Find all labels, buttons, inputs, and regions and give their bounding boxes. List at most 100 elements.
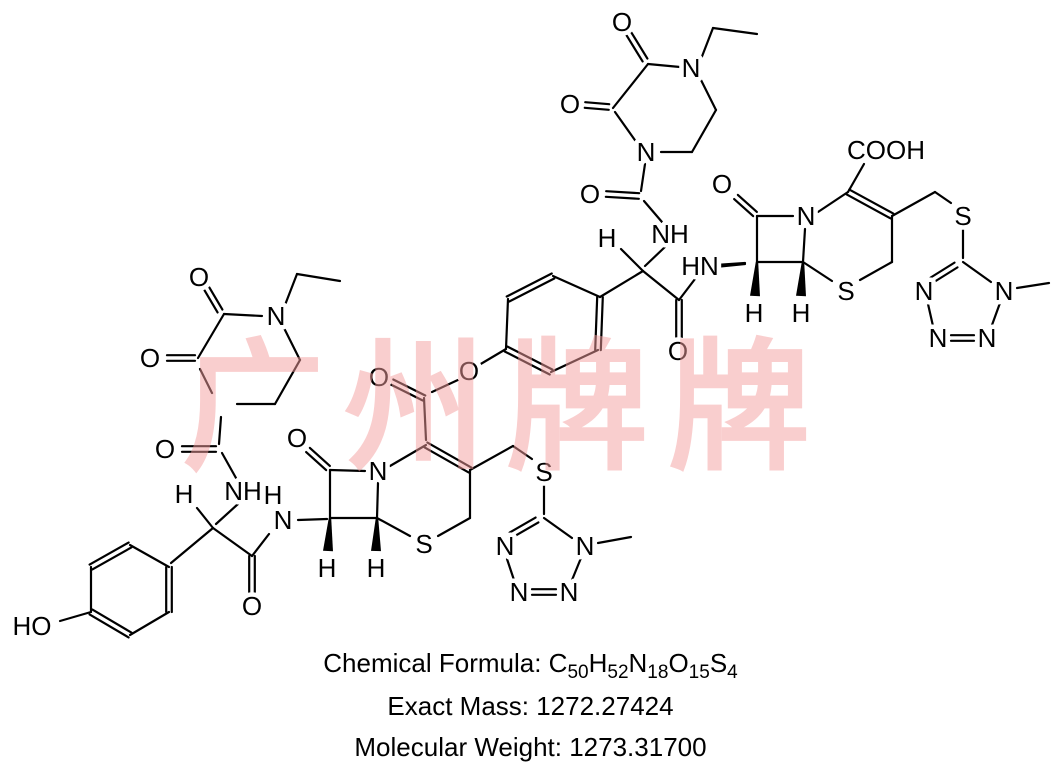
bond: [88, 613, 130, 639]
atom-label-s: S: [535, 457, 552, 487]
atom-label-h: H: [792, 298, 811, 328]
formula-element: S: [709, 648, 728, 678]
bond: [713, 262, 747, 269]
bond: [282, 326, 302, 362]
atom-label-o: O: [140, 343, 160, 373]
formula-subscript: 15: [688, 662, 710, 684]
bond: [605, 190, 641, 195]
bond: [375, 481, 380, 520]
bond: [584, 101, 611, 106]
bond: [505, 557, 516, 582]
atom-label-n: N: [274, 505, 293, 535]
bond: [273, 358, 302, 406]
bond: [508, 516, 537, 534]
bond: [619, 247, 645, 273]
bond: [220, 451, 238, 480]
bond: [711, 26, 759, 36]
atom-label-ho: HO: [13, 611, 52, 641]
bond: [211, 526, 254, 558]
bond: [641, 269, 681, 302]
bond: [845, 193, 892, 220]
atom-label-o: O: [580, 179, 600, 209]
bond: [583, 106, 610, 111]
bond: [736, 193, 758, 214]
bond: [926, 302, 935, 328]
bond: [195, 506, 215, 530]
formula-element: C: [548, 648, 568, 678]
atom-label-o: O: [459, 356, 479, 386]
bond: [642, 199, 664, 224]
bond: [570, 556, 583, 582]
bond: [596, 535, 633, 545]
atom-label-h: H: [318, 553, 337, 583]
formula-element: N: [628, 648, 648, 678]
bond: [933, 190, 953, 205]
bond: [506, 345, 554, 371]
atom-label-cooh: COOH: [847, 135, 925, 165]
formula-element: H: [588, 648, 608, 678]
bond: [613, 110, 639, 145]
bond: [846, 162, 866, 194]
bond: [604, 195, 640, 200]
atom-label-n: N: [637, 137, 656, 167]
bond: [392, 378, 427, 397]
bond: [423, 446, 470, 474]
atom-label-n: N: [267, 301, 286, 331]
atom-label-o: O: [287, 423, 307, 453]
bond: [198, 367, 214, 395]
atom-label-o: O: [612, 7, 632, 37]
bond: [858, 260, 894, 282]
bond: [128, 610, 171, 637]
bond: [625, 34, 644, 63]
bond: [643, 244, 668, 268]
bond: [646, 62, 682, 69]
atom-label-o: O: [189, 262, 209, 292]
bond: [295, 272, 342, 283]
chemical-formula-line: Chemical Formula: C50H52N18O15S4: [0, 648, 1061, 684]
bond: [508, 277, 556, 303]
atom-label-h: H: [598, 223, 617, 253]
bond: [542, 516, 574, 540]
bond: [890, 190, 937, 218]
atom-label-s: S: [415, 529, 432, 559]
bond: [932, 266, 959, 284]
bond: [305, 450, 328, 472]
bond: [690, 108, 718, 154]
atom-label-o: O: [712, 169, 732, 199]
atom-label-s: S: [954, 201, 971, 231]
atom-label-n: N: [576, 531, 595, 561]
formula-subscript: 18: [647, 662, 669, 684]
bond: [128, 543, 171, 569]
bond: [283, 272, 299, 307]
bond: [504, 297, 510, 351]
bond: [598, 269, 645, 299]
formula-subscript: 50: [567, 662, 589, 684]
bond: [217, 415, 223, 446]
bond: [88, 541, 130, 566]
bond: [214, 502, 240, 526]
bond: [91, 546, 133, 571]
bond: [91, 608, 133, 634]
atom-label-n: N: [496, 531, 515, 561]
bond: [733, 197, 755, 218]
bond: [468, 444, 515, 472]
bond: [594, 295, 599, 351]
bond: [990, 301, 1002, 327]
bond: [250, 532, 271, 558]
bond: [848, 188, 895, 215]
bond: [961, 260, 993, 284]
bond: [375, 516, 412, 538]
bond: [511, 521, 540, 539]
formula-subscript: 52: [607, 662, 629, 684]
bond: [203, 289, 219, 314]
wedge-bond: [371, 517, 381, 552]
atom-label-o: O: [560, 89, 580, 119]
bond: [430, 377, 462, 394]
atom-label-hn: HN: [681, 251, 719, 281]
bond: [308, 446, 331, 468]
bond: [505, 272, 553, 298]
atom-label-n: N: [797, 201, 816, 231]
bond: [549, 348, 600, 374]
wedge-bond: [323, 517, 333, 552]
